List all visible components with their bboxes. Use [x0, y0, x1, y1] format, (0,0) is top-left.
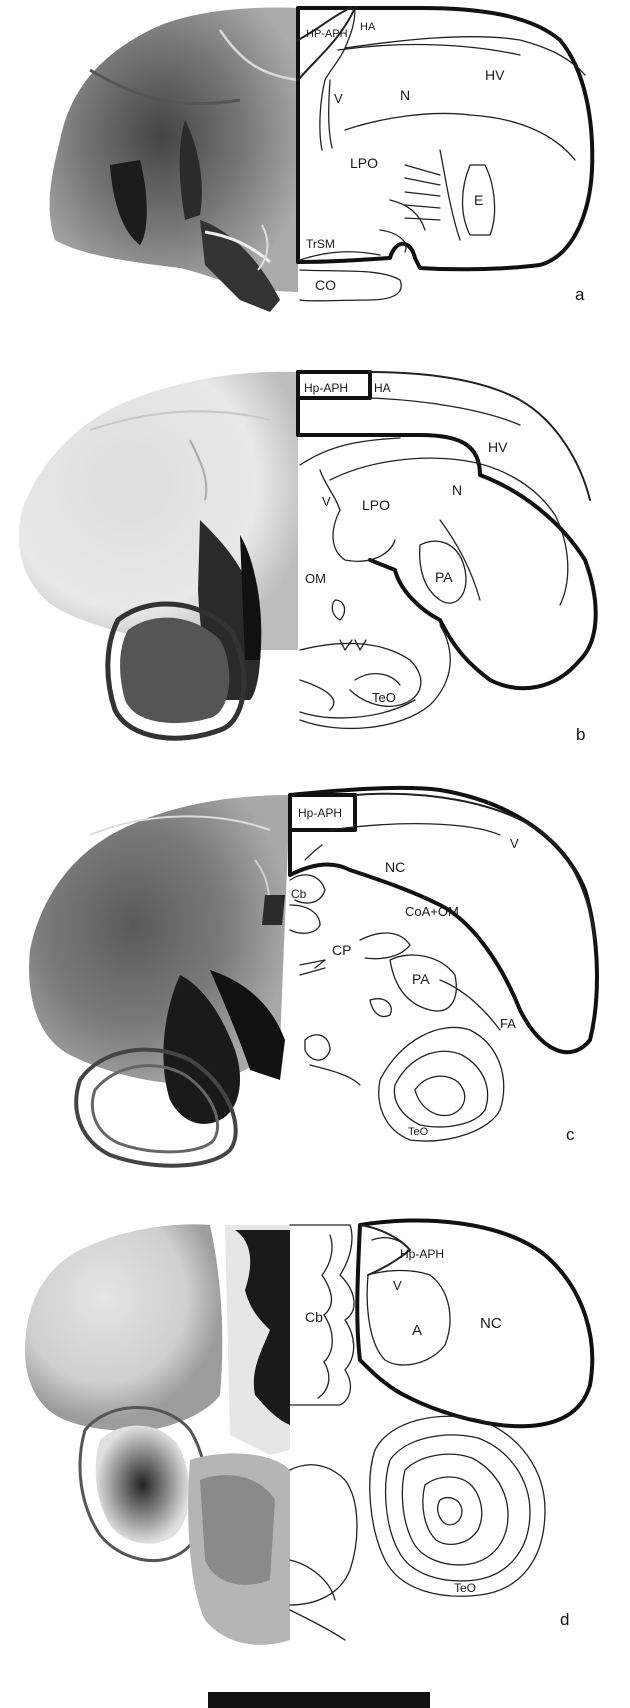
label-v: V	[322, 494, 331, 509]
panel-b: Hp-APH HA HV N V LPO OM PA TeO b	[19, 372, 596, 744]
label-hp-aph: HP-APH	[306, 28, 348, 40]
panel-d: Hp-APH V Cb A NC TeO d	[25, 1220, 592, 1644]
label-a: A	[412, 1322, 422, 1339]
panel-letter-d: d	[560, 1610, 569, 1629]
panel-letter-b: b	[576, 725, 585, 744]
panel-a-drawing	[298, 8, 592, 301]
label-v: V	[393, 1278, 402, 1293]
panel-letter-a: a	[575, 285, 585, 304]
label-v: V	[510, 836, 519, 851]
label-cb: Cb	[305, 1309, 323, 1325]
label-ha: HA	[374, 381, 391, 395]
label-teo: TeO	[372, 690, 396, 705]
panel-a-micrograph	[50, 8, 298, 312]
panel-letter-c: c	[566, 1125, 575, 1144]
label-n: N	[400, 87, 410, 103]
panel-d-micrograph	[25, 1224, 290, 1644]
label-hv: HV	[488, 439, 508, 455]
label-cb: Cb	[291, 887, 307, 901]
label-hp-aph: Hp-APH	[400, 1247, 444, 1261]
label-co: CO	[315, 277, 336, 293]
label-pa: PA	[435, 569, 453, 585]
label-coa-om: CoA+OM	[405, 904, 459, 919]
panel-b-micrograph	[19, 372, 298, 738]
panel-c: Hp-APH V NC Cb CoA+OM CP PA FA TeO c	[29, 788, 597, 1166]
label-hv: HV	[485, 67, 505, 83]
panel-c-drawing	[290, 788, 597, 1141]
label-nc: NC	[385, 859, 405, 875]
label-ha: HA	[360, 21, 376, 33]
label-lpo: LPO	[350, 155, 378, 171]
label-pa: PA	[412, 971, 430, 987]
label-nc: NC	[480, 1315, 502, 1332]
label-lpo: LPO	[362, 497, 390, 513]
label-teo: TeO	[408, 1126, 429, 1138]
label-teo: TeO	[454, 1581, 476, 1595]
label-cp: CP	[332, 942, 351, 958]
label-v: V	[334, 91, 343, 106]
scale-bar	[208, 1692, 430, 1708]
label-trsm: TrSM	[306, 237, 335, 251]
label-n: N	[452, 482, 462, 498]
panel-c-micrograph	[29, 795, 290, 1166]
panel-d-drawing	[290, 1220, 592, 1640]
panel-b-drawing	[298, 372, 596, 728]
label-om: OM	[305, 571, 326, 586]
label-fa: FA	[500, 1016, 516, 1031]
label-hp-aph: Hp-APH	[298, 806, 342, 820]
label-e: E	[474, 192, 483, 208]
label-hp-aph: Hp-APH	[304, 381, 348, 395]
panel-a: HP-APH HA HV V N LPO E TrSM CO a	[50, 8, 593, 312]
